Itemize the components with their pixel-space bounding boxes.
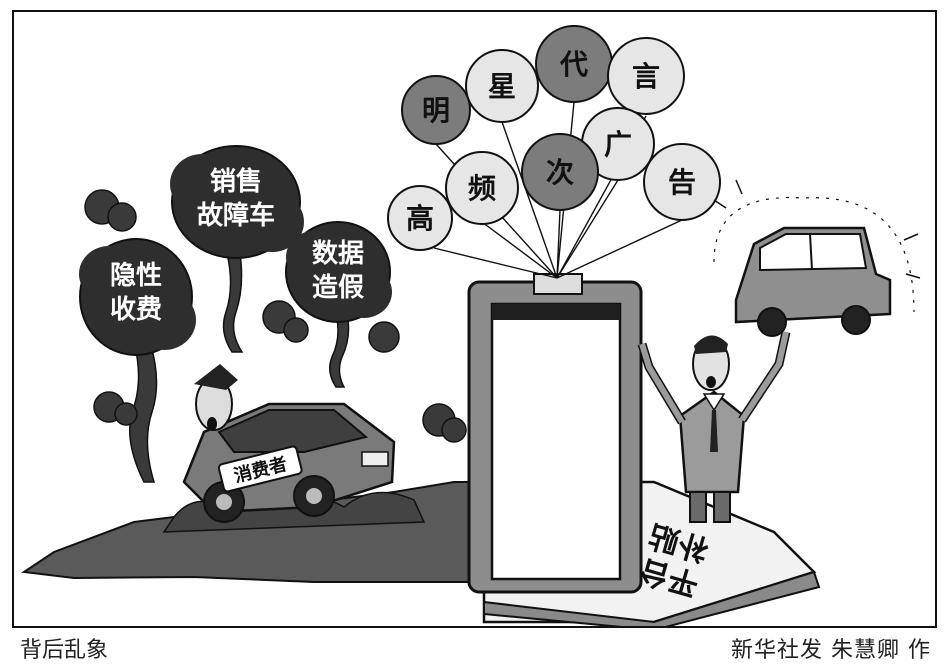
smoke-text: 隐性 xyxy=(110,261,162,291)
balloon xyxy=(465,49,539,123)
consumer-car: 消费者 xyxy=(182,364,396,523)
balloon-label: 言 xyxy=(632,60,660,93)
cartoon-title: 背后乱象 xyxy=(20,638,109,663)
balloon xyxy=(445,151,519,225)
balloon xyxy=(387,185,453,251)
balloon-label: 代 xyxy=(559,48,588,81)
balloon-label: 广 xyxy=(604,128,632,161)
cartoon-illustration: 明 星 代 言 高 频 次 广 告 xyxy=(21,25,921,626)
smoke-text: 收费 xyxy=(110,295,162,325)
balloon xyxy=(607,37,685,115)
balloon-label: 星 xyxy=(488,70,516,103)
smoke-text: 销售 xyxy=(210,166,262,197)
smoke-cloud-faulty-cars: 销售 故障车 xyxy=(170,145,304,259)
smoke-text: 造假 xyxy=(312,273,364,303)
smoke-text: 故障车 xyxy=(197,200,275,231)
door-opening xyxy=(490,302,622,581)
balloon-label: 次 xyxy=(546,156,574,189)
balloon xyxy=(401,75,471,145)
shiny-car xyxy=(713,179,921,337)
balloon-label: 告 xyxy=(668,166,696,199)
smoke-trails xyxy=(84,189,467,483)
salesman xyxy=(637,331,791,523)
smoke-cloud-fake-data: 数据 造假 xyxy=(285,221,392,323)
balloon-group: 明 星 代 言 高 频 次 广 告 xyxy=(387,25,721,251)
balloon-strings xyxy=(433,101,683,279)
cartoon-panel: 明 星 代 言 高 频 次 广 告 xyxy=(12,10,937,628)
balloon-label: 明 xyxy=(422,94,450,127)
cartoon-credit: 新华社发 朱慧卿 作 xyxy=(731,638,931,663)
balloon xyxy=(521,133,599,211)
ramp-side xyxy=(483,570,821,626)
door-top-bar xyxy=(492,304,620,320)
smoke-cloud-hidden-fees: 隐性 收费 xyxy=(79,238,196,356)
balloon xyxy=(643,143,721,221)
smoke-text: 数据 xyxy=(312,239,364,269)
balloon-label: 频 xyxy=(468,172,496,205)
balloon-label: 高 xyxy=(406,202,434,235)
